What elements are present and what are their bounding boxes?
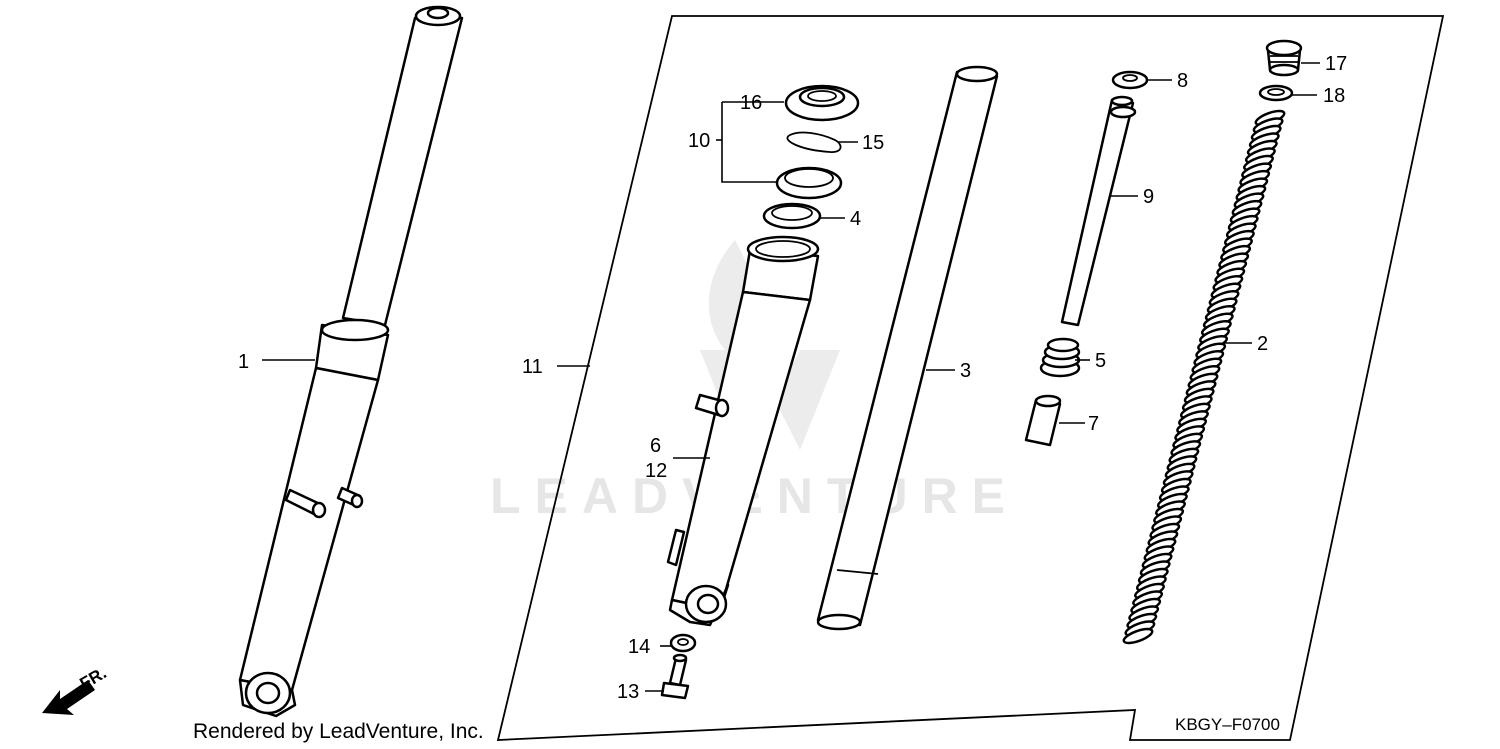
callout-8: 8	[1177, 70, 1188, 92]
socket-bolt	[660, 653, 690, 700]
fork-pipe	[816, 65, 999, 631]
washer-8	[1111, 70, 1149, 90]
callout-4: 4	[850, 208, 861, 230]
front-arrow-icon	[42, 680, 95, 715]
callout-13: 13	[617, 681, 639, 703]
oil-seal	[775, 166, 843, 200]
damper-rod	[1060, 95, 1137, 327]
rendered-by-credit: Rendered by LeadVenture, Inc.	[193, 720, 484, 743]
callouts: 1 2 3 4 5 6 7 8 9 10 11 12 13 14 15 16 1…	[238, 53, 1347, 703]
callout-1: 1	[238, 351, 249, 373]
backup-ring	[762, 202, 822, 230]
o-ring-18	[1258, 84, 1294, 102]
callout-14: 14	[628, 636, 650, 658]
diagram-code: KBGY–F0700	[1175, 715, 1280, 734]
callout-3: 3	[960, 360, 971, 382]
kit-boundary	[496, 15, 1445, 741]
fork-slider	[666, 235, 820, 627]
callout-9: 9	[1143, 186, 1154, 208]
spring-coil	[1122, 627, 1154, 645]
callout-2: 2	[1257, 333, 1268, 355]
callout-11: 11	[522, 356, 543, 378]
front-direction-indicator: FR.	[42, 663, 110, 715]
washer-14	[669, 633, 697, 653]
callout-12: 12	[645, 460, 667, 482]
callout-10: 10	[688, 130, 710, 152]
callout-5: 5	[1095, 350, 1106, 372]
callout-15: 15	[862, 132, 884, 154]
fork-bolt	[1265, 39, 1303, 77]
leader-lines	[262, 62, 1320, 692]
oil-lock-piece	[1024, 394, 1062, 447]
callout-6: 6	[650, 435, 661, 457]
callout-7: 7	[1088, 413, 1099, 435]
fork-assembly	[238, 5, 464, 718]
callout-17: 17	[1325, 53, 1347, 75]
callout-16: 16	[740, 92, 762, 114]
fork-spring	[1122, 109, 1286, 645]
dust-seal	[784, 84, 860, 122]
seal-clip	[786, 131, 842, 153]
rebound-spring	[1039, 337, 1081, 378]
callout-18: 18	[1323, 85, 1345, 107]
